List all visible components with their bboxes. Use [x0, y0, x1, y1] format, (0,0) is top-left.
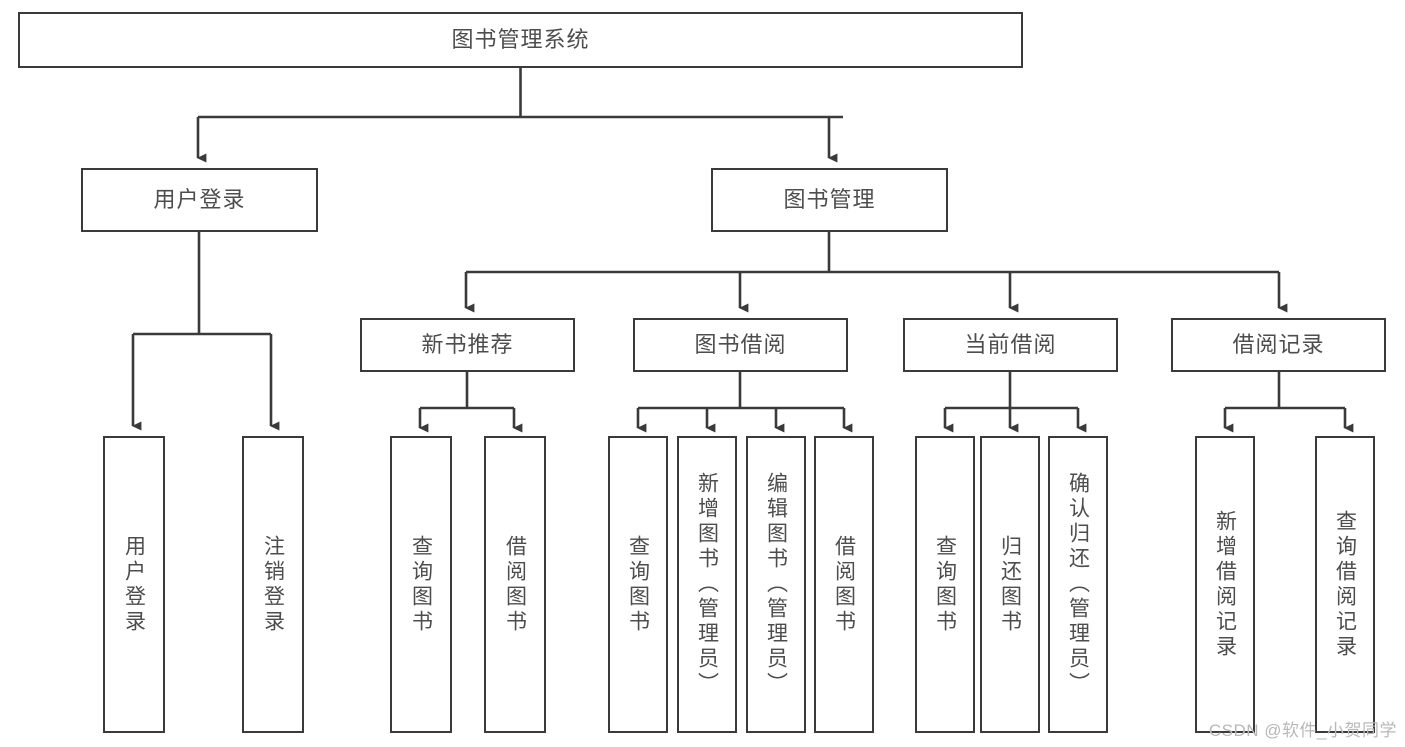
- node-leaf-query-book-1[interactable]: 查询图书: [390, 436, 452, 733]
- node-current-borrow-label: 当前借阅: [964, 332, 1057, 358]
- node-leaf-logout-label: 注销登录: [261, 534, 285, 635]
- node-leaf-edit-book[interactable]: 编辑图书（管理员）: [746, 436, 806, 733]
- node-leaf-query-record-label: 查询借阅记录: [1333, 509, 1357, 660]
- node-leaf-return-book-label: 归还图书: [998, 534, 1022, 635]
- node-book-borrow[interactable]: 图书借阅: [633, 318, 848, 372]
- node-leaf-borrow-book-1[interactable]: 借阅图书: [484, 436, 546, 733]
- node-new-book-recommend-label: 新书推荐: [421, 332, 514, 358]
- node-leaf-return-book[interactable]: 归还图书: [980, 436, 1040, 733]
- node-borrow-record[interactable]: 借阅记录: [1171, 318, 1386, 372]
- node-leaf-query-book-3[interactable]: 查询图书: [915, 436, 975, 733]
- node-leaf-borrow-book-2-label: 借阅图书: [832, 534, 856, 635]
- node-leaf-query-book-1-label: 查询图书: [409, 534, 433, 635]
- node-book-manage-label: 图书管理: [783, 187, 876, 213]
- node-borrow-record-label: 借阅记录: [1232, 332, 1325, 358]
- node-leaf-query-record[interactable]: 查询借阅记录: [1315, 436, 1375, 733]
- node-leaf-edit-book-label: 编辑图书（管理员）: [764, 472, 788, 697]
- node-leaf-add-book-label: 新增图书（管理员）: [695, 472, 719, 697]
- node-leaf-query-book-3-label: 查询图书: [933, 534, 957, 635]
- node-root-label: 图书管理系统: [451, 27, 590, 53]
- node-root[interactable]: 图书管理系统: [18, 12, 1023, 68]
- node-current-borrow[interactable]: 当前借阅: [903, 318, 1118, 372]
- node-leaf-query-book-2-label: 查询图书: [626, 534, 650, 635]
- node-leaf-user-login[interactable]: 用户登录: [103, 436, 165, 733]
- node-leaf-add-record[interactable]: 新增借阅记录: [1195, 436, 1255, 733]
- node-leaf-confirm-return[interactable]: 确认归还（管理员）: [1048, 436, 1108, 733]
- node-leaf-add-book[interactable]: 新增图书（管理员）: [677, 436, 737, 733]
- node-leaf-borrow-book-1-label: 借阅图书: [503, 534, 527, 635]
- node-leaf-borrow-book-2[interactable]: 借阅图书: [814, 436, 874, 733]
- node-new-book-recommend[interactable]: 新书推荐: [360, 318, 575, 372]
- node-leaf-logout[interactable]: 注销登录: [242, 436, 304, 733]
- node-leaf-query-book-2[interactable]: 查询图书: [608, 436, 668, 733]
- node-leaf-confirm-return-label: 确认归还（管理员）: [1066, 472, 1090, 697]
- watermark-text: CSDN @软件_小贺同学: [1208, 721, 1397, 740]
- node-leaf-add-record-label: 新增借阅记录: [1213, 509, 1237, 660]
- node-leaf-user-login-label: 用户登录: [122, 534, 146, 635]
- node-book-borrow-label: 图书借阅: [694, 332, 787, 358]
- node-user-login-label: 用户登录: [153, 187, 246, 213]
- node-user-login[interactable]: 用户登录: [81, 168, 318, 232]
- node-book-manage[interactable]: 图书管理: [711, 168, 948, 232]
